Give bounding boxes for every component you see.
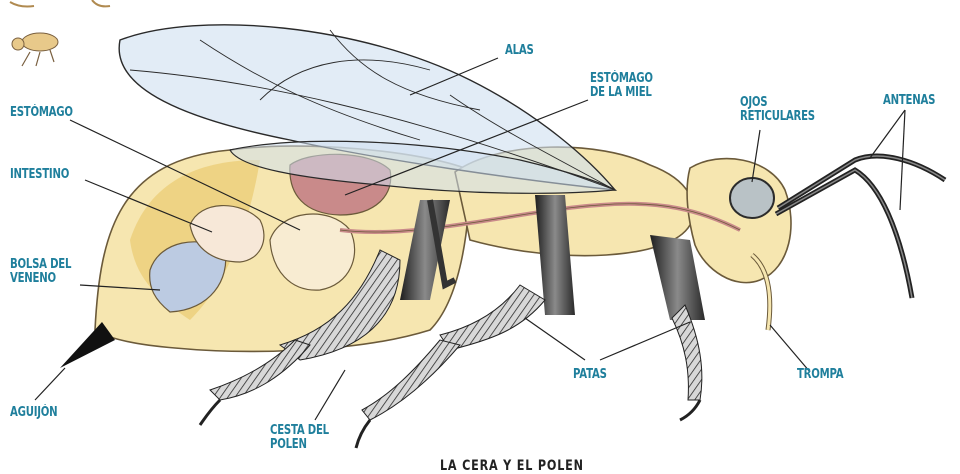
label-pollen-basket-line2: POLEN	[270, 438, 329, 452]
label-pollen-basket: CESTA DEL POLEN	[270, 424, 329, 452]
compound-eye	[730, 178, 774, 218]
label-proboscis: TROMPA	[797, 368, 843, 382]
antennae	[776, 156, 945, 298]
label-compound-eyes-line2: RETICULARES	[740, 110, 815, 124]
label-intestine: INTESTINO	[10, 168, 69, 182]
label-honey-stomach-line2: DE LA MIEL	[590, 86, 653, 100]
label-compound-eyes: OJOS RETICULARES	[740, 96, 815, 124]
label-alas: ALAS	[505, 44, 534, 58]
label-honey-stomach: ESTÓMAGO DE LA MIEL	[590, 72, 653, 100]
label-compound-eyes-line1: OJOS	[740, 96, 815, 110]
label-stomach: ESTÓMAGO	[10, 106, 73, 120]
label-pollen-basket-line1: CESTA DEL	[270, 424, 329, 438]
label-sting: AGUIJÓN	[10, 406, 57, 420]
label-antennae: ANTENAS	[883, 94, 935, 108]
label-venom-sac-line2: VENENO	[10, 272, 71, 286]
bee-head	[687, 159, 791, 283]
label-venom-sac-line1: BOLSA DEL	[10, 258, 71, 272]
label-legs: PATAS	[573, 368, 607, 382]
section-title: LA CERA Y EL POLEN	[440, 458, 584, 474]
label-honey-stomach-line1: ESTÓMAGO	[590, 72, 653, 86]
small-bee-icon	[10, 0, 110, 66]
label-venom-sac: BOLSA DEL VENENO	[10, 258, 71, 286]
sting	[60, 322, 115, 368]
